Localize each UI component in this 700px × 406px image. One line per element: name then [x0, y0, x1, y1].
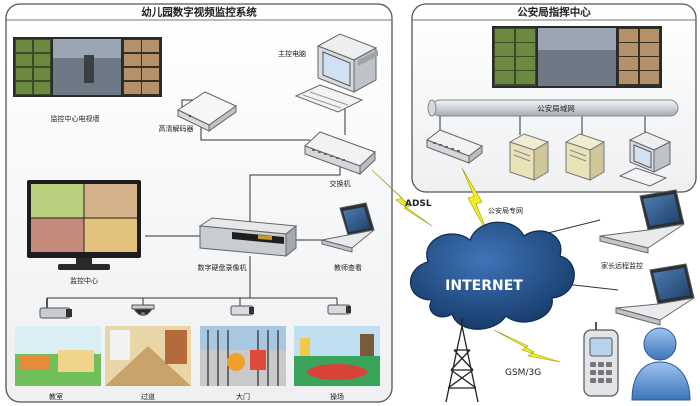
adsl-link: ADSL: [371, 169, 433, 227]
bullet-camera-icon: [230, 305, 254, 316]
radio-tower-icon: [445, 318, 479, 403]
teacher-view-label: 教师查看: [334, 263, 362, 272]
monitor-center-label: 监控中心: [70, 276, 98, 285]
room-classroom: 教室: [15, 326, 101, 401]
police-video-wall: [492, 26, 662, 88]
adsl-label: ADSL: [405, 199, 432, 209]
computer-icon: [618, 131, 672, 187]
room-corridor: 过道: [105, 326, 191, 401]
gsm-label: GSM/3G: [505, 368, 541, 378]
decoder-device: 高清解码器: [159, 91, 238, 133]
switch-label: 交换机: [330, 179, 351, 188]
monitor-center: 监控中心: [27, 180, 141, 285]
lan-label: 公安局域网: [537, 103, 575, 113]
laptop-icon: 教师查看: [321, 202, 375, 272]
computer-icon: 主控电脑: [278, 33, 378, 113]
internet-cloud: INTERNET: [409, 221, 575, 330]
host-pc-label: 主控电脑: [278, 49, 306, 58]
kindergarten-panel: 幼儿园数字视频监控系统: [5, 3, 393, 403]
video-wall-label: 监控中心电视墙: [51, 114, 100, 123]
bullet-camera-icon: [327, 304, 351, 315]
server-icon: [508, 133, 550, 181]
laptop-icon: [599, 189, 685, 254]
nvr-device: 数字硬盘录像机: [198, 217, 298, 272]
mobile-phone-icon: [583, 322, 619, 397]
room-gate: 大门: [200, 326, 286, 401]
decoder-label: 高清解码器: [159, 124, 194, 133]
gsm-link: GSM/3G: [493, 329, 561, 378]
room-playground: 操场: [294, 326, 380, 401]
bullet-camera-icon: [39, 298, 72, 319]
room-classroom-label: 教室: [49, 392, 63, 401]
server-icon: [564, 133, 606, 181]
nvr-label: 数字硬盘录像机: [198, 263, 247, 272]
room-gate-label: 大门: [236, 392, 250, 401]
user-icon: [631, 327, 691, 401]
dome-camera-icon: [131, 304, 155, 316]
parents-label: 家长远程监控: [601, 261, 643, 270]
internet-label: INTERNET: [445, 278, 523, 294]
police-title: 公安局指挥中心: [517, 6, 591, 19]
kindergarten-title: 幼儿园数字视频监控系统: [141, 6, 257, 19]
lan-bus: 公安局域网: [427, 99, 679, 117]
switch-icon: [425, 129, 484, 165]
switch-icon: 交换机: [304, 131, 376, 188]
room-playground-label: 操场: [330, 392, 344, 401]
room-corridor-label: 过道: [141, 392, 155, 401]
laptop-icon: [615, 263, 695, 326]
police-net-label: 公安局专网: [488, 206, 523, 215]
video-wall: 监控中心电视墙: [13, 37, 162, 123]
